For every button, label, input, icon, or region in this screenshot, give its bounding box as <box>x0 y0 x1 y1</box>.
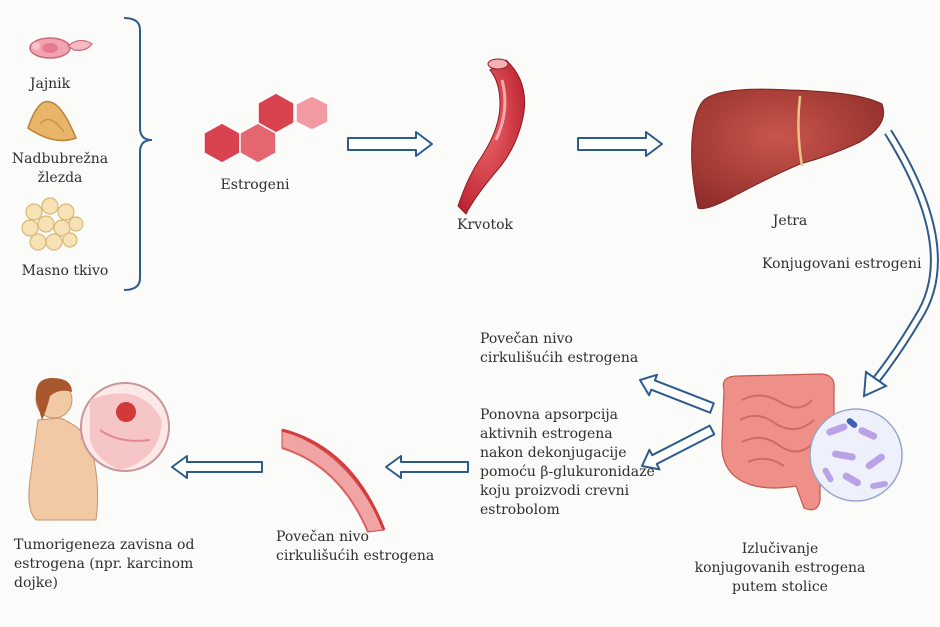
adipose-tissue-icon <box>21 197 84 251</box>
arrow-vessel-to-woman <box>171 455 263 479</box>
arrow-gut-to-increased-upper <box>639 373 715 414</box>
blood-vessel-wall-icon <box>281 428 386 533</box>
ovary-icon <box>29 37 93 59</box>
woman-figure-icon <box>28 378 99 521</box>
arrow-reabsorption-to-vessel <box>385 455 469 479</box>
arrow-gut-to-reabsorption <box>641 424 716 471</box>
estrogen-molecule-icon <box>203 92 329 164</box>
tumorigenesis-label: Tumorigeneza zavisna od estrogena (npr. … <box>14 537 195 591</box>
adrenal-gland-icon <box>27 100 77 142</box>
blood-vessel-icon <box>457 58 526 215</box>
flow-arrows <box>171 129 939 479</box>
arrow-liver-to-gut-head <box>862 370 889 398</box>
liver-icon <box>691 88 885 210</box>
grouping-bracket <box>123 17 153 291</box>
intestine-icon <box>721 373 835 511</box>
increased-circulating-estrogens-upper: Povečan nivo cirkulišućih estrogena <box>480 331 639 366</box>
adipose-tissue-label: Masno tkivo <box>21 263 109 279</box>
arrow-estrogen-to-blood <box>347 131 433 157</box>
breast-tumor-icon <box>79 382 170 472</box>
estrogen-label: Estrogeni <box>220 177 290 193</box>
adrenal-gland-label: Nadbubrežna žlezda <box>11 151 109 186</box>
increased-circulating-estrogens-lower: Povečan nivo cirkulišućih estrogena <box>276 529 435 564</box>
arrow-liver-to-gut <box>874 130 937 382</box>
liver-label: Jetra <box>772 213 808 229</box>
arrow-blood-to-liver <box>577 131 663 157</box>
fecal-excretion-label: Izlučivanje konjugovanih estrogena putem… <box>694 541 866 595</box>
gut-bacteria-icon <box>809 408 903 502</box>
conjugated-estrogens-label: Konjugovani estrogeni <box>762 256 922 272</box>
bloodstream-label: Krvotok <box>456 217 514 233</box>
ovary-label: Jajnik <box>29 76 71 92</box>
reabsorption-label: Ponovna apsorpcija aktivnih estrogena na… <box>480 407 655 518</box>
